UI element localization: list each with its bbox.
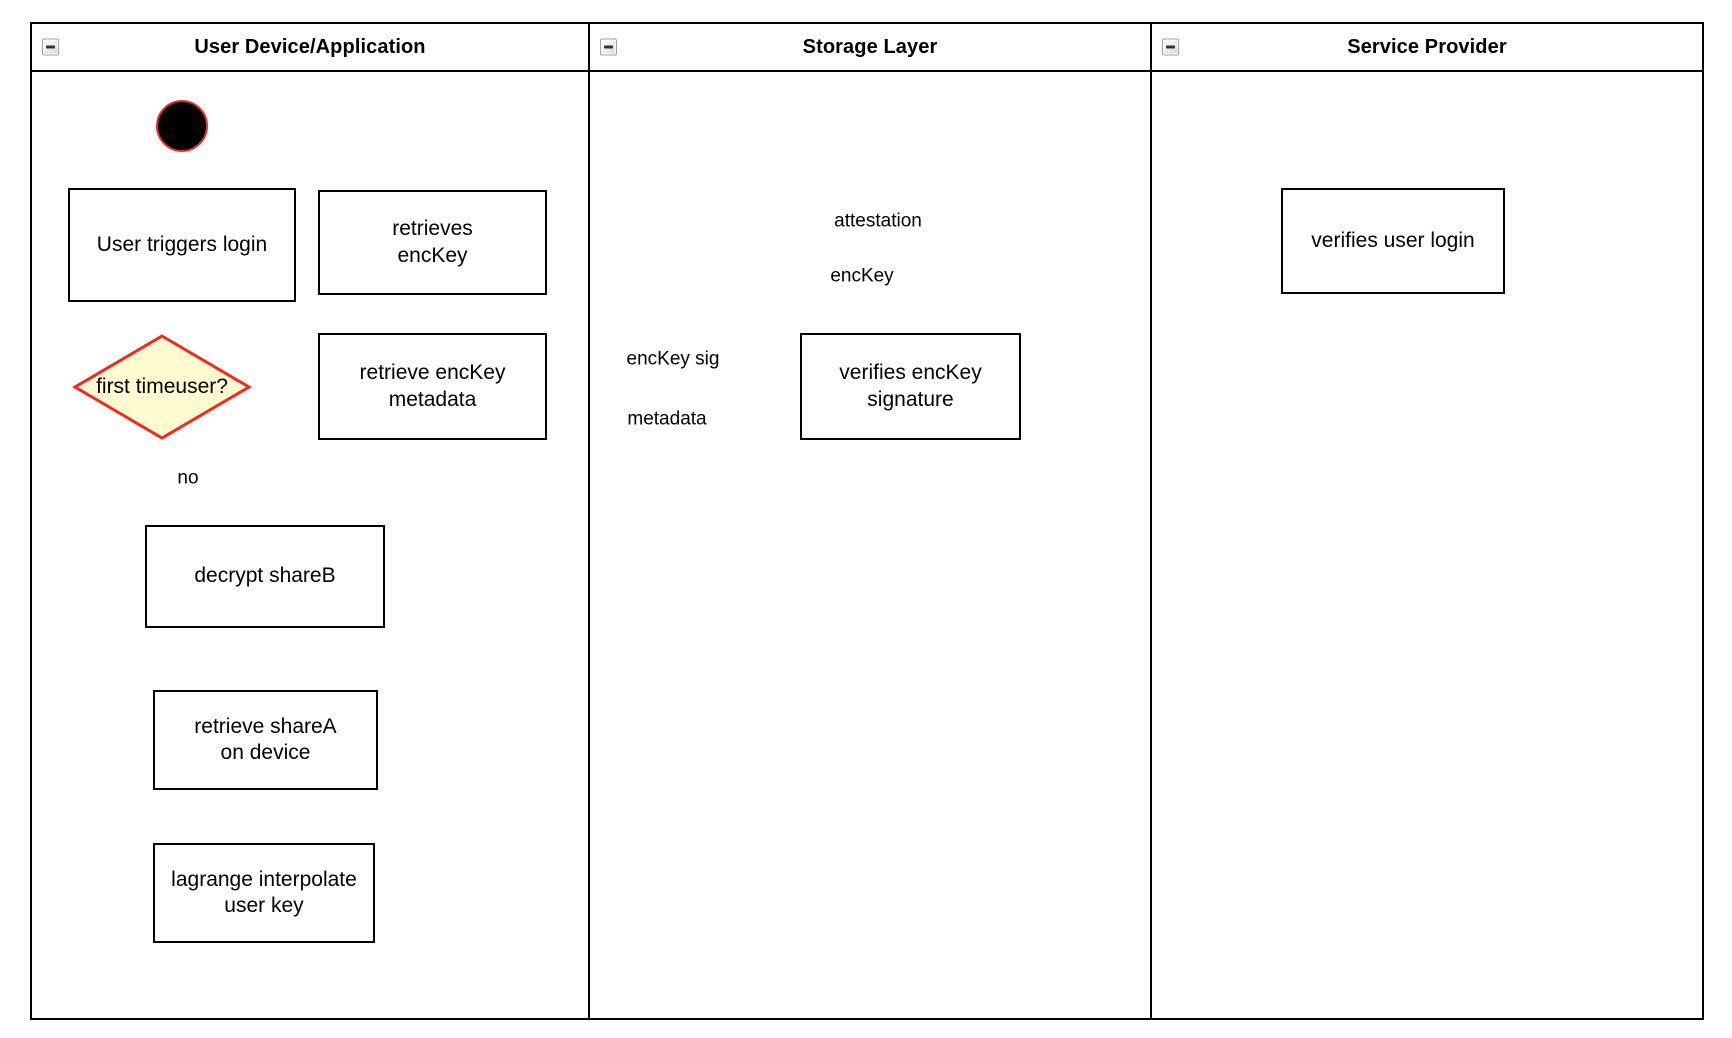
lane-title-storage-layer: Storage Layer	[802, 35, 938, 58]
node-label-line: retrieve encKey	[359, 361, 506, 385]
edge-label-metadata: metadata	[622, 407, 712, 431]
lane-header-user-device[interactable]: User Device/Application	[32, 24, 588, 72]
node-retrieve-sharea-on-device[interactable]: retrieve shareA on device	[153, 690, 378, 790]
node-label-line: decrypt shareB	[194, 564, 336, 588]
node-label-line: user key	[224, 894, 304, 917]
lane-title-service-provider: Service Provider	[1347, 35, 1507, 58]
node-label: decrypt shareB	[194, 563, 335, 589]
node-verifies-user-login[interactable]: verifies user login	[1281, 188, 1505, 294]
node-label-line: signature	[867, 387, 954, 411]
node-label: lagrange interpolate user key	[171, 867, 357, 920]
node-label-line: on device	[220, 741, 311, 764]
node-label: retrieve shareA on device	[194, 714, 336, 767]
node-label-line: retrieve shareA	[194, 714, 337, 738]
node-label-line: verifies encKey	[839, 361, 982, 385]
node-label: User triggers login	[97, 232, 267, 258]
lane-header-storage-layer[interactable]: Storage Layer	[590, 24, 1150, 72]
lane-header-service-provider[interactable]: Service Provider	[1152, 24, 1702, 72]
node-label-line: encKey	[397, 243, 468, 267]
edge-label-attestation: attestation	[829, 209, 927, 233]
node-label: verifies user login	[1311, 228, 1474, 254]
collapse-minus-icon[interactable]	[600, 38, 617, 56]
lane-title-user-device: User Device/Application	[194, 35, 426, 58]
start-node[interactable]	[156, 100, 208, 152]
node-lagrange-interpolate-user-key[interactable]: lagrange interpolate user key	[153, 843, 375, 943]
decision-diamond-shape	[72, 334, 252, 440]
node-decrypt-shareb[interactable]: decrypt shareB	[145, 525, 385, 628]
collapse-minus-icon[interactable]	[1162, 38, 1179, 56]
node-label-line: lagrange interpolate	[171, 867, 357, 891]
node-label-line: metadata	[388, 387, 477, 411]
edge-label-enckey-sig: encKey sig	[621, 347, 725, 371]
lane-divider-2	[1150, 24, 1152, 1018]
node-label-line: User triggers login	[96, 232, 268, 256]
lane-divider-1	[588, 24, 590, 1018]
collapse-minus-icon[interactable]	[42, 38, 59, 56]
edge-label-enckey: encKey	[825, 264, 899, 288]
node-label-line: verifies user login	[1311, 228, 1475, 252]
node-label-line: retrieves	[392, 217, 473, 241]
node-user-triggers-login[interactable]: User triggers login	[68, 188, 296, 302]
edge-label-no: no	[172, 466, 204, 490]
